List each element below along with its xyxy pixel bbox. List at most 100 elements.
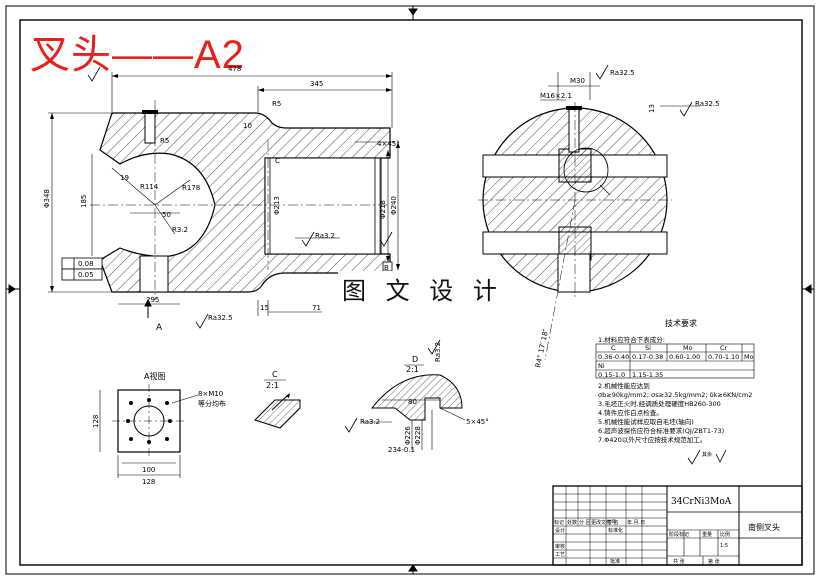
dim-240: Φ240 [390,196,398,215]
view-c: C 2:1 [254,370,301,429]
rough-sec-1: Ra32.5 [610,69,635,77]
dim-r2: R178 [182,184,200,192]
dim-r1: R114 [140,183,159,191]
dim-295: 295 [146,296,159,304]
datum-b: B [384,264,389,272]
view-c-title: C [272,370,278,379]
dim-r5b: R5 [160,137,169,145]
tbl-r2c2: 1.15-1.35 [632,371,663,379]
tbl-h3: Mo [683,344,693,352]
dim-m30: M30 [570,77,585,85]
dim-5x45: 5×45° [466,418,489,426]
tb-part-name: 南侧叉头 [748,522,780,532]
tech-title: 技术要求 [665,318,697,328]
dim-71: 71 [312,304,321,312]
dim-chamfer: 4×45° [377,140,400,148]
label-c: C [275,157,280,165]
dim-128v: 128 [92,415,100,428]
tech-line-6: 5.机械性能试样应取自毛坯(轴向) [598,417,694,426]
dim-r3: R3.2 [172,226,188,234]
title-block: 标记 处数 分 区 更改文件号 签 名 年.月.日 设计 标准化 审核 工艺 批… [552,485,803,566]
tb-approve: 批准 [610,558,620,565]
rough-bottom: Ra32.5 [208,314,233,322]
rough-rest: 其余 [702,451,712,458]
tb-h5: 签 名 [607,519,619,526]
tech-line-2: 2.机械性能应达到 [598,381,650,390]
tb-h6: 年.月.日 [627,519,645,526]
dim-226: Φ226 [404,426,412,445]
main-view-dims: 478 345 R5 10 4×45° R5 C 185 19 R114 R17… [43,65,400,333]
dim-r5: R5 [272,100,281,108]
dim-234: 234-0.1 [388,446,415,454]
dim-185: 185 [80,195,88,208]
banner-title: 叉头——A2 [30,33,245,77]
section-rough [595,64,693,117]
tb-material: 34CrNi3MoA [671,497,732,507]
dim-218: Φ218 [379,200,387,219]
main-view: 478 345 R5 10 4×45° R5 C 185 19 R114 R17… [43,65,400,333]
tbl-r1c5: Mo [744,353,754,361]
roughness-symbols [87,66,393,329]
tbl-r1c4: 0.70-1.10 [708,353,739,361]
view-d-scale: 2:1 [406,365,419,374]
tb-check: 审核 [555,543,565,550]
tech-line-8: 7.Φ420以外尺寸应按技术规范加工。 [598,435,706,444]
dim-128h: 128 [142,478,155,486]
tbl-h2c1: Ni [598,362,605,370]
tb-craft: 工艺 [555,552,565,558]
rough-d2: Ra3.2 [434,342,442,362]
rough-d1: Ra3.2 [360,418,380,426]
tech-line-1: 1.材料应符合下表成分: [598,335,665,344]
dim-19: 19 [120,174,129,182]
tb-ratio: 比例 [720,531,730,538]
tbl-r1c1: 0.36-0.40 [598,353,629,361]
tbl-h2: Si [645,344,651,352]
tbl-r2c1: 0.15-1.0 [598,371,625,379]
dim-348: Φ348 [43,189,51,208]
rough-sec-2: Ra32.5 [695,100,720,108]
dim-100: 100 [142,466,155,474]
view-a-title: A视图 [144,371,165,381]
tb-h2: 处数 [567,519,577,526]
sheet-frame [5,5,815,575]
tb-h4: 更改文件号 [591,519,616,526]
dim-50: 50 [162,211,171,219]
dim-345: 345 [310,80,323,88]
dim-80: 80 [408,398,417,406]
tb-weight: 重量 [702,531,712,538]
tol-value-2: 0.05 [78,271,94,279]
tbl-h4: Cr [720,344,728,352]
dim-228: Φ228 [414,426,422,445]
tb-standard: 标准化 [608,527,623,534]
dim-15: 15 [260,304,269,312]
dim-m16: M16×2.1 [540,92,572,100]
tbl-r1c3: 0.60-1.00 [669,353,700,361]
tb-sheet-no: 第 张 [708,558,720,565]
datum-a-arrow [144,298,152,318]
tech-line-4: 3.毛坯正火时,经调质处理硬度HB260-300 [598,399,721,408]
tb-sheets: 共 张 [673,558,685,565]
tbl-r1c2: 0.17-0.38 [632,353,663,361]
tb-h1: 标记 [554,519,564,526]
tbl-h1: C [611,344,616,352]
tb-stage: 阶段标记 [669,531,689,538]
dim-hole: 等分均布 [198,399,226,408]
view-a: A视图 100 128 128 8×M10 等分均布 [92,371,226,486]
watermark: 图 文 设 计 [338,271,507,306]
dim-8m: 8×M10 [198,390,223,398]
view-c-scale: 2:1 [266,381,279,390]
dim-213: Φ213 [273,196,281,215]
tech-requirements: 技术要求 1.材料应符合下表成分: C Si Mo Cr 0.36-0.40 0… [595,318,755,465]
tech-line-5: 4.铸件应作白点检查。 [598,408,663,417]
rough-main: Ra3.2 [315,232,335,240]
section-view: M30 M16×2.1 Ra32.5 Ra32.5 13 R4° 17′ 18″ [478,64,720,368]
dim-10: 10 [243,122,252,130]
view-d-rough [344,339,441,433]
label-a: A [156,323,163,333]
tech-line-3: σb≥90kg/mm2; σs≥32.5kg/mm2; δk≥6KN/cm2 [598,391,752,399]
view-d: D 2:1 80 Ra3.2 5×45° Φ226 Φ228 234-0.1 R… [344,339,489,454]
tb-scale: 1:5 [720,543,728,549]
view-d-title: D [412,355,418,364]
dim-angle: R4° 17′ 18″ [534,328,550,368]
